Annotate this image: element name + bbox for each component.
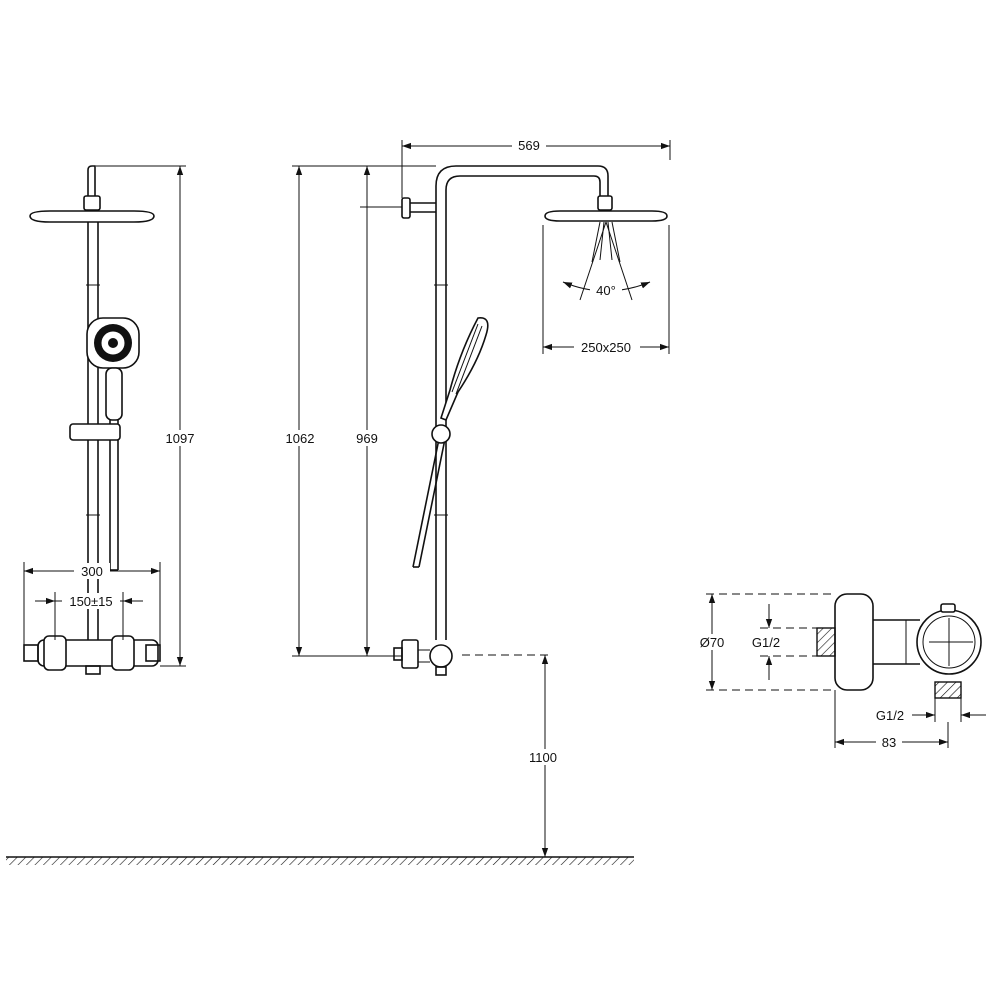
- dim-body-depth: 83: [882, 735, 896, 750]
- dim-bar-width: 300: [81, 564, 103, 579]
- side-overhead-shower-head: [544, 210, 668, 222]
- front-overhead-shower-head: [29, 210, 155, 223]
- dim-body-diameter: Ø70: [700, 635, 725, 650]
- side-slider-knob: [431, 424, 451, 444]
- valve-wall-flange: [834, 593, 874, 691]
- front-hand-shower: [86, 317, 140, 571]
- side-hand-shower: [412, 317, 489, 568]
- dim-overall-height: 1062: [286, 431, 315, 446]
- front-slider: [69, 423, 121, 441]
- floor-line: [6, 856, 634, 865]
- side-riser-pipe: [435, 165, 609, 640]
- dim-outlet-thread: G1/2: [876, 708, 904, 723]
- front-thermostat-bar: [23, 635, 161, 675]
- dim-total-height: 1097: [166, 431, 195, 446]
- dim-inlet-spacing: 150±15: [69, 594, 112, 609]
- dim-spray-angle: 40°: [596, 283, 616, 298]
- dim-slide-bar-height: 969: [356, 431, 378, 446]
- dim-arm-reach: 569: [518, 138, 540, 153]
- valve-detail-view: Ø70 G1/2 G1/2 83: [694, 593, 986, 750]
- side-view: 40° 569 1062 969: [278, 137, 671, 857]
- front-view: 1097 300 150±15: [23, 165, 202, 675]
- dim-mount-height: 1100: [529, 750, 557, 765]
- dim-head-size: 250x250: [581, 340, 631, 355]
- dim-inlet-thread: G1/2: [752, 635, 780, 650]
